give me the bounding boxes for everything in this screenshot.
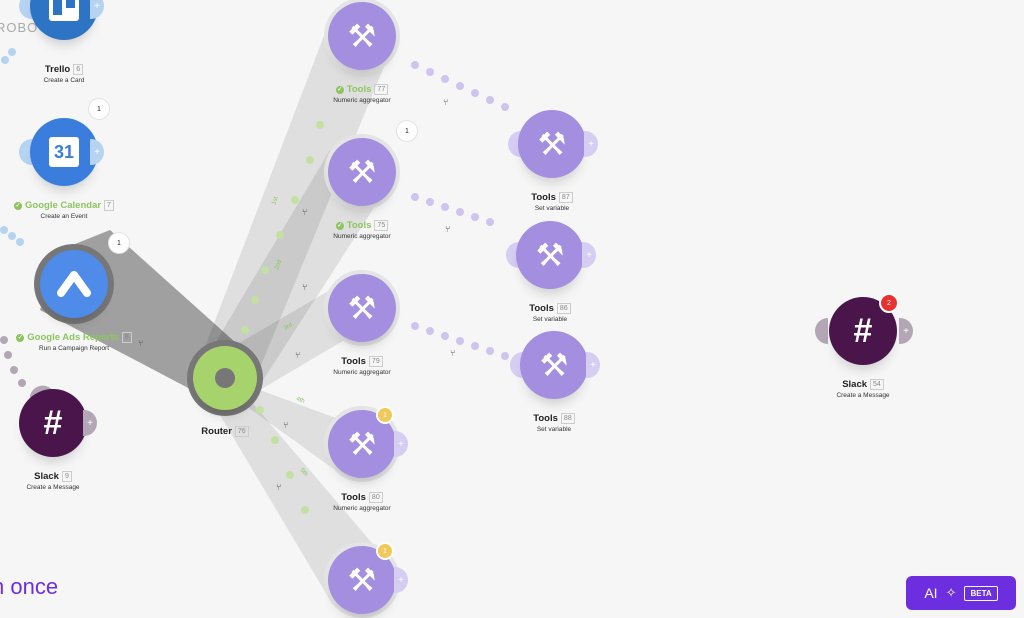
add-module-button[interactable]: + [83, 410, 97, 436]
add-module-button[interactable]: + [899, 318, 913, 344]
svg-text:⑂: ⑂ [295, 350, 300, 360]
sparkle-icon: ✧ [945, 585, 957, 600]
add-module-button[interactable]: + [582, 242, 596, 268]
module-action: Set variable [536, 426, 572, 434]
svg-text:⑂: ⑂ [138, 338, 143, 348]
success-check-icon: ✓ [16, 333, 25, 342]
svg-text:⑂: ⑂ [302, 282, 307, 292]
tools-icon: ⚒ [328, 2, 396, 70]
google-calendar-icon: 31 [30, 118, 98, 186]
run-once-button[interactable]: n once [0, 574, 59, 599]
module-name: Router [201, 426, 232, 438]
svg-text:⑂: ⑂ [276, 482, 281, 492]
beta-badge: BETA [964, 585, 998, 601]
success-check-icon: ✓ [335, 85, 344, 94]
tools-icon: ⚒ [328, 546, 396, 614]
add-module-button[interactable]: + [90, 0, 104, 19]
module-action: Create a Message [836, 392, 890, 400]
warning-badge[interactable]: 1 [376, 406, 394, 424]
module-name: Tools [346, 220, 372, 232]
module-id: 88 [560, 413, 575, 424]
module-action: Numeric aggregator [333, 369, 391, 377]
module-id: 9 [61, 471, 72, 482]
add-module-button[interactable]: + [394, 431, 408, 457]
module-name: Tools [341, 492, 366, 504]
module-action: Numeric aggregator [333, 505, 391, 513]
success-check-icon: ✓ [14, 201, 23, 210]
tools-icon: ⚒ [328, 138, 396, 206]
svg-text:2nd: 2nd [274, 259, 283, 270]
ai-assistant-button[interactable]: AI ✧ BETA [906, 576, 1016, 610]
ai-label: AI [924, 585, 938, 601]
module-name: Google Ads Reports [27, 332, 119, 344]
svg-text:1st: 1st [271, 196, 279, 206]
warning-badge[interactable]: 1 [376, 542, 394, 560]
operation-count-bubble[interactable]: 1 [396, 120, 418, 142]
module-action: Create an Event [40, 213, 88, 221]
module-name: Trello [44, 64, 71, 76]
module-action: Numeric aggregator [333, 97, 391, 105]
slack-icon: # [19, 389, 87, 457]
module-name: Tools [531, 192, 556, 204]
svg-text:5th: 5th [298, 467, 308, 477]
module-id: 86 [556, 303, 571, 314]
module-name: Tools [533, 413, 558, 425]
module-name: Slack [34, 471, 59, 483]
module-id: 54 [870, 379, 884, 390]
module-id: 77 [374, 84, 389, 95]
module-action: Set variable [534, 205, 570, 213]
module-id: 75 [374, 220, 389, 231]
module-name: Tools [346, 84, 372, 96]
add-module-button[interactable]: + [586, 352, 600, 378]
module-action: Create a Card [43, 77, 85, 85]
add-module-button[interactable]: + [394, 567, 408, 593]
module-id: 8 [121, 332, 132, 343]
tools-icon: ⚒ [520, 331, 588, 399]
module-id: 79 [368, 356, 383, 367]
module-id: 87 [558, 192, 573, 203]
module-action: Create a Message [26, 484, 80, 492]
svg-text:⑂: ⑂ [302, 207, 307, 217]
module-name: Google Calendar [25, 200, 102, 212]
success-check-icon: ✓ [335, 221, 344, 230]
module-id: 80 [368, 492, 383, 503]
error-badge[interactable]: 2 [879, 293, 899, 313]
svg-text:⑂: ⑂ [450, 348, 455, 358]
svg-text:⑂: ⑂ [283, 420, 288, 430]
module-action: Run a Campaign Report [38, 345, 110, 353]
slack-icon: # [829, 297, 897, 365]
operation-count-bubble[interactable]: 1 [108, 232, 130, 254]
svg-text:3rd: 3rd [283, 322, 294, 332]
module-action: Set variable [532, 316, 568, 324]
module-action: Numeric aggregator [333, 233, 391, 241]
module-name: Tools [529, 303, 554, 315]
router-icon [193, 346, 257, 410]
add-module-button[interactable]: + [584, 131, 598, 157]
svg-text:4th: 4th [295, 396, 305, 404]
tools-icon: ⚒ [518, 110, 586, 178]
module-name: Tools [341, 356, 366, 368]
operation-count-bubble[interactable]: 1 [88, 98, 110, 120]
module-id: 7 [104, 200, 114, 211]
tools-icon: ⚒ [328, 274, 396, 342]
svg-text:⑂: ⑂ [443, 97, 448, 107]
add-module-button[interactable]: + [90, 139, 104, 165]
module-id: 6 [73, 64, 84, 75]
tools-icon: ⚒ [516, 221, 584, 289]
module-name: Slack [842, 379, 868, 391]
module-id: 76 [234, 426, 249, 437]
svg-text:⑂: ⑂ [445, 224, 450, 234]
google-ads-icon [40, 250, 108, 318]
